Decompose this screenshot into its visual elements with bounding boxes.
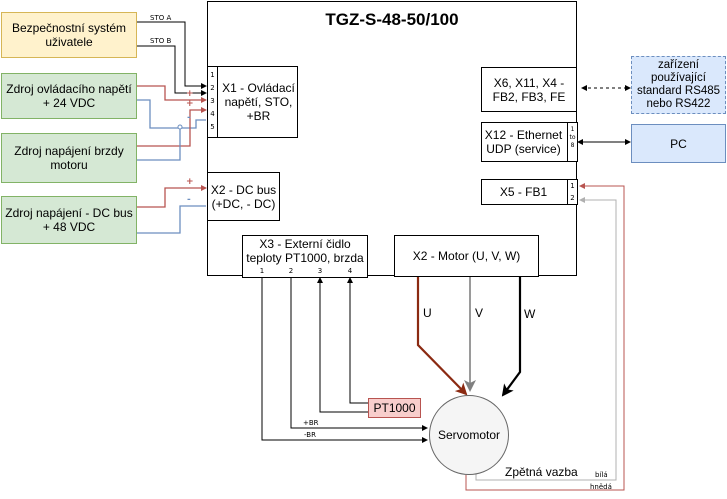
x1-pin-3: 3 — [210, 97, 215, 105]
phase-v-label: V — [475, 306, 484, 320]
connector-x2-motor: X2 - Motor (U, V, W) — [394, 235, 539, 277]
connector-x12-label: X12 - Ethernet UDP (service) — [484, 128, 563, 156]
connector-x5-label: X5 - FB1 — [499, 185, 548, 199]
servomotor: Servomotor — [429, 395, 509, 475]
connector-x3-label: X3 - Externí čidlo teploty PT1000, brzda — [246, 237, 364, 265]
x1-plus-sign-1: + — [186, 89, 194, 99]
rs485-device-label: zařízení používající standard RS485 nebo… — [636, 59, 721, 110]
dc-minus-sign: - — [187, 195, 191, 205]
sto-b-label: STO B — [150, 37, 172, 45]
pt1000-sensor: PT1000 — [368, 398, 421, 418]
wire-sto-b — [137, 45, 207, 96]
connector-x6-x11-x4: X6, X11, X4 - FB2, FB3, FE — [481, 67, 577, 112]
x5-pin-2: 2 — [570, 194, 575, 202]
pc-device: PC — [631, 124, 726, 163]
x3-pin-1: 1 — [259, 267, 265, 275]
dc-bus-supply: Zdroj napájení - DC bus + 48 VDC — [1, 196, 137, 244]
servomotor-label: Servomotor — [437, 428, 501, 442]
x1-pin-4: 4 — [210, 110, 215, 118]
connector-x1-label: X1 - Ovládací napětí, STO, +BR — [222, 81, 295, 123]
x1-plus-sign-2: + — [186, 99, 194, 109]
connector-x2-dc-label: X2 - DC bus (+DC, - DC) — [210, 182, 277, 211]
brake-supply-label: Zdroj napájení brzdy motoru — [14, 144, 124, 172]
connector-x12-pin-strip — [567, 122, 578, 162]
brown-wire-label: hnědá — [590, 483, 612, 491]
wire-brake-minus — [137, 127, 181, 161]
rs485-device: zařízení používající standard RS485 nebo… — [631, 56, 726, 114]
connector-x2-dc-bus: X2 - DC bus (+DC, - DC) — [207, 172, 280, 221]
wire-feedback-brown — [465, 183, 625, 491]
x5-pin-1: 1 — [570, 182, 575, 190]
wire-24v-plus — [137, 85, 207, 103]
wire-phase-w — [501, 277, 522, 397]
phase-u-label: U — [423, 306, 432, 320]
x1-pin-5: 5 — [210, 123, 215, 131]
white-wire-label: bílá — [595, 471, 608, 479]
x3-pin-3: 3 — [317, 267, 323, 275]
sto-a-label: STO A — [150, 14, 172, 22]
wire-minus-br — [261, 278, 428, 443]
minus-br-label: -BR — [304, 431, 316, 439]
connector-x1: X1 - Ovládací napětí, STO, +BR — [207, 66, 298, 138]
x1-pin-2: 2 — [210, 84, 215, 92]
brake-supply: Zdroj napájení brzdy motoru — [1, 133, 137, 183]
connector-x12: X12 - Ethernet UDP (service) — [481, 122, 578, 162]
wire-pt1000-a — [317, 277, 368, 413]
feedback-label: Zpětná vazba — [505, 465, 578, 479]
connector-x5: X5 - FB1 — [481, 179, 578, 205]
x12-pins: 1 to 8 — [569, 126, 576, 149]
wire-pt1000-b — [347, 277, 368, 404]
dc-bus-supply-label: Zdroj napájení - DC bus + 48 VDC — [5, 206, 133, 234]
user-safety-system: Bezpečnostní systém uživatele — [1, 12, 137, 58]
wire-dc-plus — [137, 185, 207, 208]
phase-w-label: W — [524, 307, 536, 321]
wire-24v-minus — [137, 99, 206, 129]
connector-x1-pin-strip — [207, 66, 218, 138]
wire-phase-u — [416, 277, 468, 396]
control-voltage-supply-label: Zdroj ovládacího napětí + 24 VDC — [6, 82, 132, 110]
dc-plus-sign: + — [186, 177, 194, 187]
plus-br-label: +BR — [303, 419, 319, 427]
wire-feedback-white — [475, 197, 617, 481]
control-voltage-supply: Zdroj ovládacího napětí + 24 VDC — [1, 73, 137, 119]
connector-x5-pin-strip — [567, 179, 578, 205]
wire-dc-minus — [137, 205, 206, 234]
user-safety-system-label: Bezpečnostní systém uživatele — [11, 21, 127, 49]
wire-brake-plus — [137, 107, 207, 147]
x1-minus-sign: - — [187, 113, 191, 123]
controller-title: TGZ-S-48-50/100 — [325, 10, 459, 29]
connector-x2-motor-label: X2 - Motor (U, V, W) — [412, 249, 521, 263]
wire-plus-br — [290, 278, 428, 431]
x3-pin-2: 2 — [288, 267, 294, 275]
pt1000-sensor-label: PT1000 — [373, 401, 416, 415]
connector-x3: X3 - Externí čidlo teploty PT1000, brzda — [242, 235, 368, 278]
x1-pin-1: 1 — [210, 71, 215, 79]
pc-device-label: PC — [670, 136, 687, 151]
x3-pin-4: 4 — [347, 267, 353, 275]
wire-sto-a — [137, 21, 207, 89]
connector-x6-label: X6, X11, X4 - FB2, FB3, FE — [492, 75, 566, 104]
